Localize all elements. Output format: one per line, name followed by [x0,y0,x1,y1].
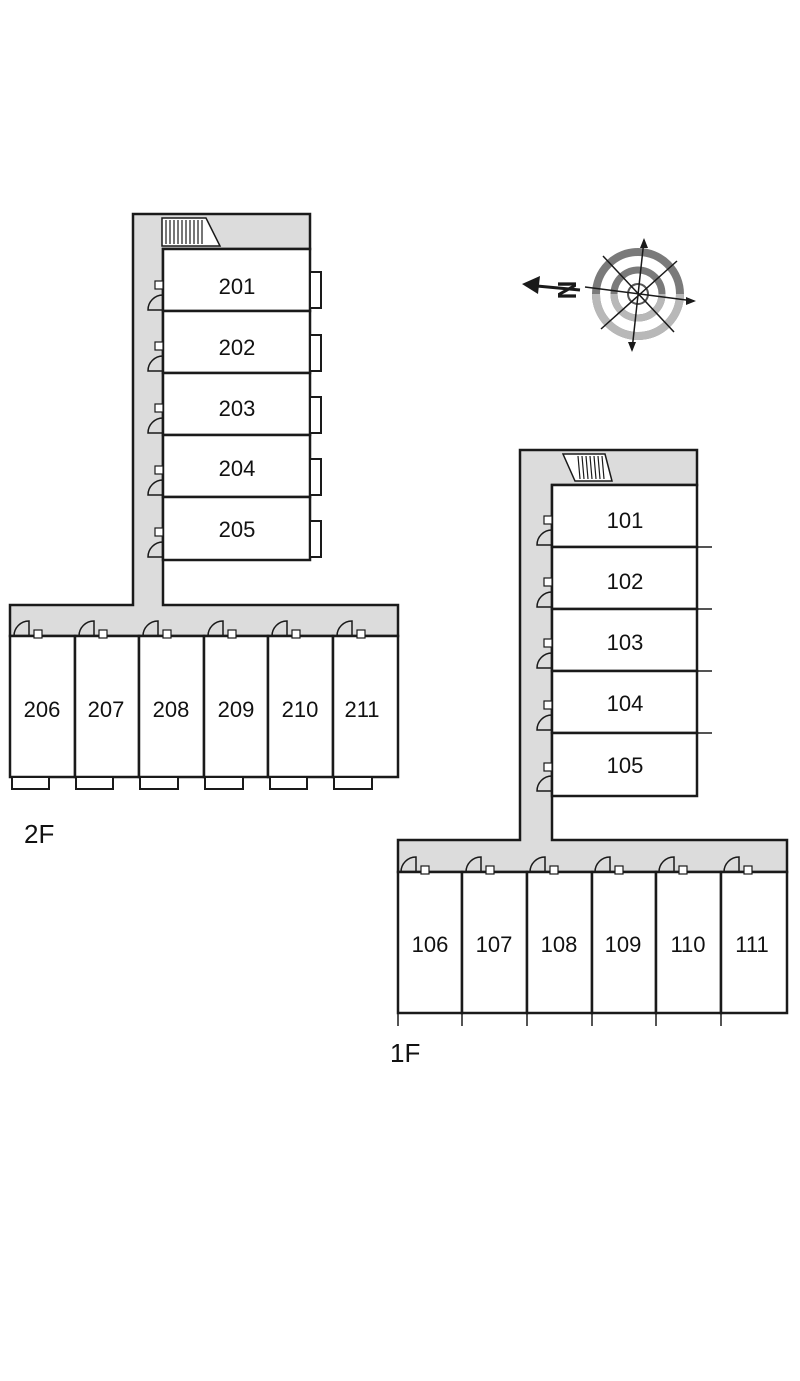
room-label: 204 [219,456,256,481]
room-label: 208 [153,697,190,722]
floor-2f: 201 202 203 204 205 [8,212,400,849]
room-102: 102 [536,545,712,611]
room-206: 206 [8,620,77,790]
room-101: 101 [536,483,712,549]
corridor-1f [396,448,789,874]
room-label: 202 [219,335,256,360]
room-label: 203 [219,396,256,421]
room-label: 105 [607,753,644,778]
room-label: 101 [607,508,644,533]
north-letter: N [552,281,582,300]
corridor-2f [8,212,400,638]
room-label: 104 [607,691,644,716]
room-label: 205 [219,517,256,542]
room-label: 102 [607,569,644,594]
room-111: 111 [719,856,789,1015]
room-201: 201 [147,247,322,313]
room-label: 211 [344,697,379,722]
room-label: 108 [541,932,578,957]
room-107: 107 [460,856,529,1026]
compass-icon: N [522,238,696,352]
room-label: 107 [476,932,513,957]
room-205: 205 [147,495,322,562]
room-105: 105 [536,731,699,798]
room-209: 209 [202,620,270,790]
room-label: 201 [219,274,256,299]
room-204: 204 [147,433,322,499]
room-label: 210 [282,697,319,722]
room-label: 103 [607,630,644,655]
floor-1f: 101 102 103 104 105 [390,448,789,1068]
room-103: 103 [536,607,712,673]
room-104: 104 [536,669,712,735]
room-207: 207 [73,620,141,790]
room-203: 203 [147,371,322,437]
room-108: 108 [525,856,594,1026]
room-109: 109 [590,856,658,1026]
staircase-2f [161,217,222,247]
room-211: 211 [331,620,400,790]
room-202: 202 [147,309,322,375]
floor-label-2f: 2F [24,819,54,849]
room-label: 106 [412,932,449,957]
room-label: 206 [24,697,61,722]
floor-label-1f: 1F [390,1038,420,1068]
room-208: 208 [137,620,206,790]
room-label: 111 [735,932,768,957]
room-label: 209 [218,697,255,722]
room-106: 106 [396,856,464,1026]
room-label: 109 [605,932,642,957]
room-label: 110 [670,932,705,957]
staircase-1f [561,453,613,482]
room-110: 110 [654,856,723,1026]
room-label: 207 [88,697,125,722]
room-210: 210 [266,620,335,790]
